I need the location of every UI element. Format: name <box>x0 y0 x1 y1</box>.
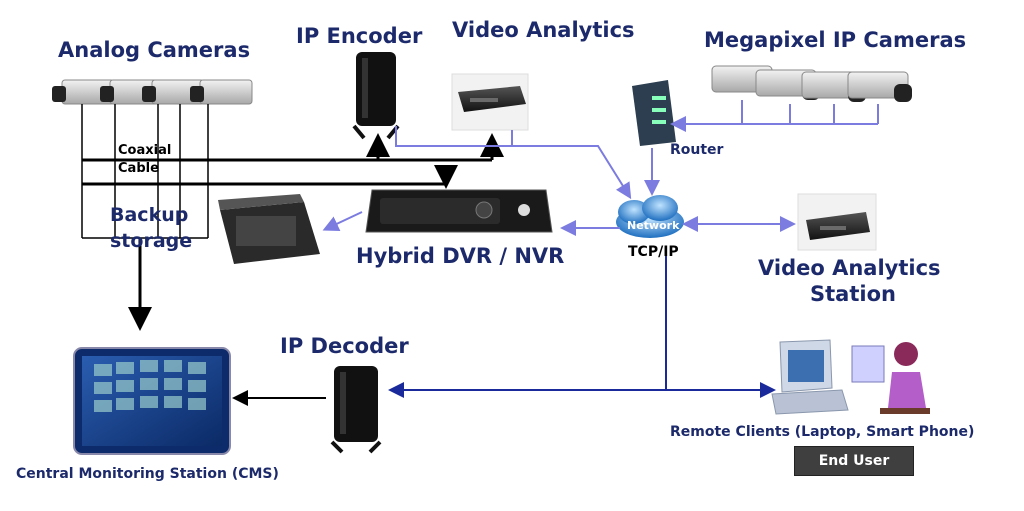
ip-encoder-label: IP Encoder <box>296 24 423 48</box>
coaxial-drop-lines <box>81 104 209 239</box>
analog-cameras-icon <box>52 79 253 105</box>
video-analytics-station-label-line1: Video Analytics <box>758 256 941 280</box>
megapixel-cameras-icon <box>711 65 912 102</box>
backup-storage-label-line2: storage <box>110 230 193 252</box>
remote-clients-label: Remote Clients (Laptop, Smart Phone) <box>670 424 975 440</box>
dark-blue-links <box>388 252 776 398</box>
video-analytics-label: Video Analytics <box>452 18 635 42</box>
backup-storage-label-line1: Backup <box>110 204 189 226</box>
backup-storage-icon <box>218 194 320 264</box>
megapixel-cameras-label: Megapixel IP Cameras <box>704 28 967 52</box>
video-analytics-icon <box>451 73 529 131</box>
end-user-box: End User <box>794 446 914 476</box>
video-analytics-station-icon <box>797 193 877 251</box>
tcpip-label: TCP/IP <box>628 244 679 260</box>
router-icon <box>632 80 676 146</box>
ip-encoder-icon <box>352 52 400 140</box>
light-blue-links <box>322 100 879 236</box>
coaxial-bus-lines <box>82 133 504 331</box>
video-analytics-station-label-line2: Station <box>810 282 896 306</box>
router-label: Router <box>670 142 724 158</box>
hybrid-dvr-nvr-icon <box>365 189 553 233</box>
remote-clients-icon <box>771 339 930 415</box>
hybrid-dvr-nvr-label: Hybrid DVR / NVR <box>356 244 565 268</box>
ip-decoder-icon <box>330 366 382 454</box>
network-cloud-label: Network <box>627 219 680 232</box>
cms-label: Central Monitoring Station (CMS) <box>16 466 279 482</box>
cms-monitor-icon <box>73 347 231 455</box>
ip-decoder-label: IP Decoder <box>280 334 409 358</box>
analog-cameras-label: Analog Cameras <box>58 38 251 62</box>
coaxial-label-line2: Cable <box>118 161 159 176</box>
coaxial-label-line1: Coaxial <box>118 143 172 158</box>
network-cloud-icon <box>616 195 684 238</box>
